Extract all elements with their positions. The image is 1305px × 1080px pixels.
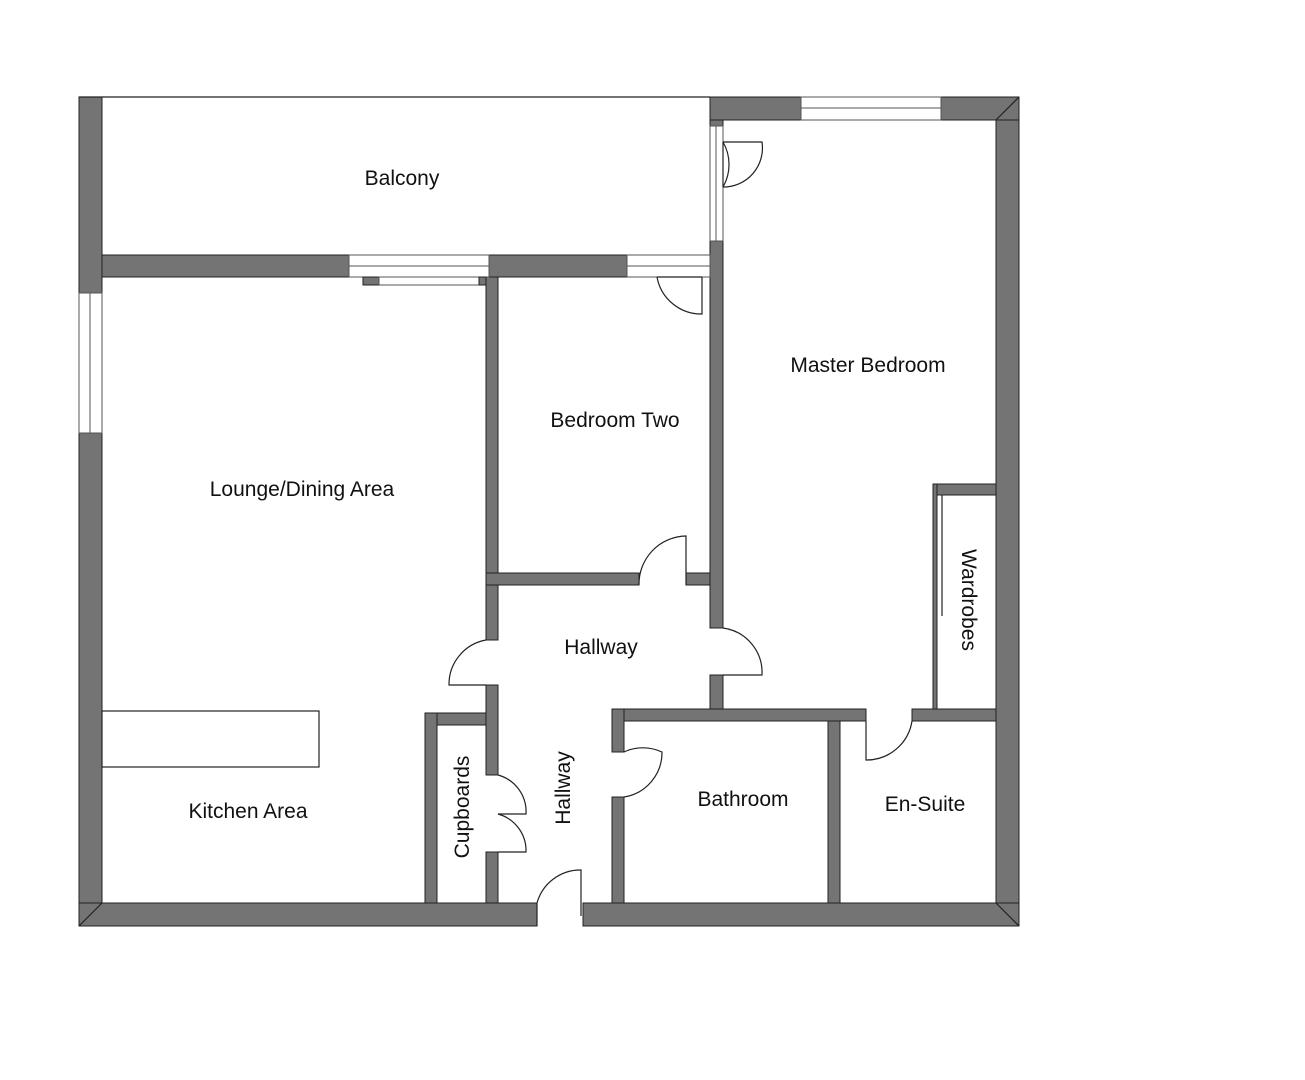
label-hallway-lower: Hallway xyxy=(552,751,575,825)
west-wall xyxy=(78,96,103,927)
door-master-hallway[interactable] xyxy=(722,627,763,676)
sliding-door-panel xyxy=(378,276,480,286)
cupboard-west-wall xyxy=(424,712,438,904)
label-wardrobes: Wardrobes xyxy=(957,549,980,651)
label-master-bedroom: Master Bedroom xyxy=(790,354,945,377)
hallway-west-wall-lower xyxy=(485,851,499,904)
label-kitchen: Kitchen Area xyxy=(188,800,307,823)
bathroom-ensuite-divider xyxy=(827,720,841,904)
interior-walls xyxy=(101,119,997,904)
label-bathroom: Bathroom xyxy=(697,788,788,811)
fixtures xyxy=(101,495,943,768)
outer-walls xyxy=(78,96,1020,927)
corner-bevel-se xyxy=(995,902,1020,927)
door-cupboard-upper[interactable] xyxy=(497,774,527,815)
kitchen-counter xyxy=(101,710,320,768)
master-wall-upper xyxy=(709,119,724,127)
north-wall-left-segment xyxy=(709,96,802,121)
bathroom-west-wall-lower xyxy=(611,796,625,904)
bedroom-two-south-wall-right xyxy=(685,572,711,586)
label-lounge-dining: Lounge/Dining Area xyxy=(210,478,395,501)
label-cupboards: Cupboards xyxy=(451,756,474,859)
door-bathroom[interactable] xyxy=(623,747,663,798)
windows xyxy=(78,96,942,434)
door-bedroom-two-balcony[interactable] xyxy=(656,276,703,315)
door-cupboard-lower[interactable] xyxy=(497,813,527,853)
south-wall-right xyxy=(582,902,1020,927)
corner-bevel-sw xyxy=(78,902,103,927)
wardrobe-top-wall xyxy=(932,483,997,496)
bedroom-two-west-wall xyxy=(485,276,499,586)
door-entrance[interactable] xyxy=(536,869,582,926)
balcony-wall-mid xyxy=(488,254,628,278)
room-labels: Balcony Master Bedroom Bedroom Two Loung… xyxy=(188,167,980,858)
hallway-west-wall-upper xyxy=(485,584,499,641)
door-lounge-hallway[interactable] xyxy=(448,639,487,686)
sliding-door[interactable] xyxy=(362,276,487,286)
bathroom-top-wall xyxy=(611,708,867,722)
hallway-west-wall-mid xyxy=(485,684,499,776)
ensuite-top-wall xyxy=(911,708,997,722)
corner-bevel-ne xyxy=(995,96,1020,121)
label-balcony: Balcony xyxy=(365,167,440,190)
balcony-wall-west xyxy=(101,254,350,278)
label-en-suite: En-Suite xyxy=(885,793,966,816)
master-wall-lower xyxy=(709,674,724,712)
door-bedroom-two[interactable] xyxy=(638,535,687,586)
sliding-door-track-left xyxy=(362,276,380,286)
south-wall-left xyxy=(78,902,538,927)
bedroom-two-south-wall-left xyxy=(485,572,640,586)
east-wall xyxy=(995,96,1020,927)
label-hallway-upper: Hallway xyxy=(564,636,638,659)
doors[interactable] xyxy=(448,141,913,926)
door-master-balcony[interactable] xyxy=(722,141,764,188)
label-bedroom-two: Bedroom Two xyxy=(550,409,679,432)
sliding-door-track-right xyxy=(478,276,487,286)
master-wall xyxy=(709,240,724,629)
wardrobe-west-wall xyxy=(932,483,938,710)
bathroom-west-wall-upper xyxy=(611,708,625,753)
door-ensuite[interactable] xyxy=(865,720,913,761)
